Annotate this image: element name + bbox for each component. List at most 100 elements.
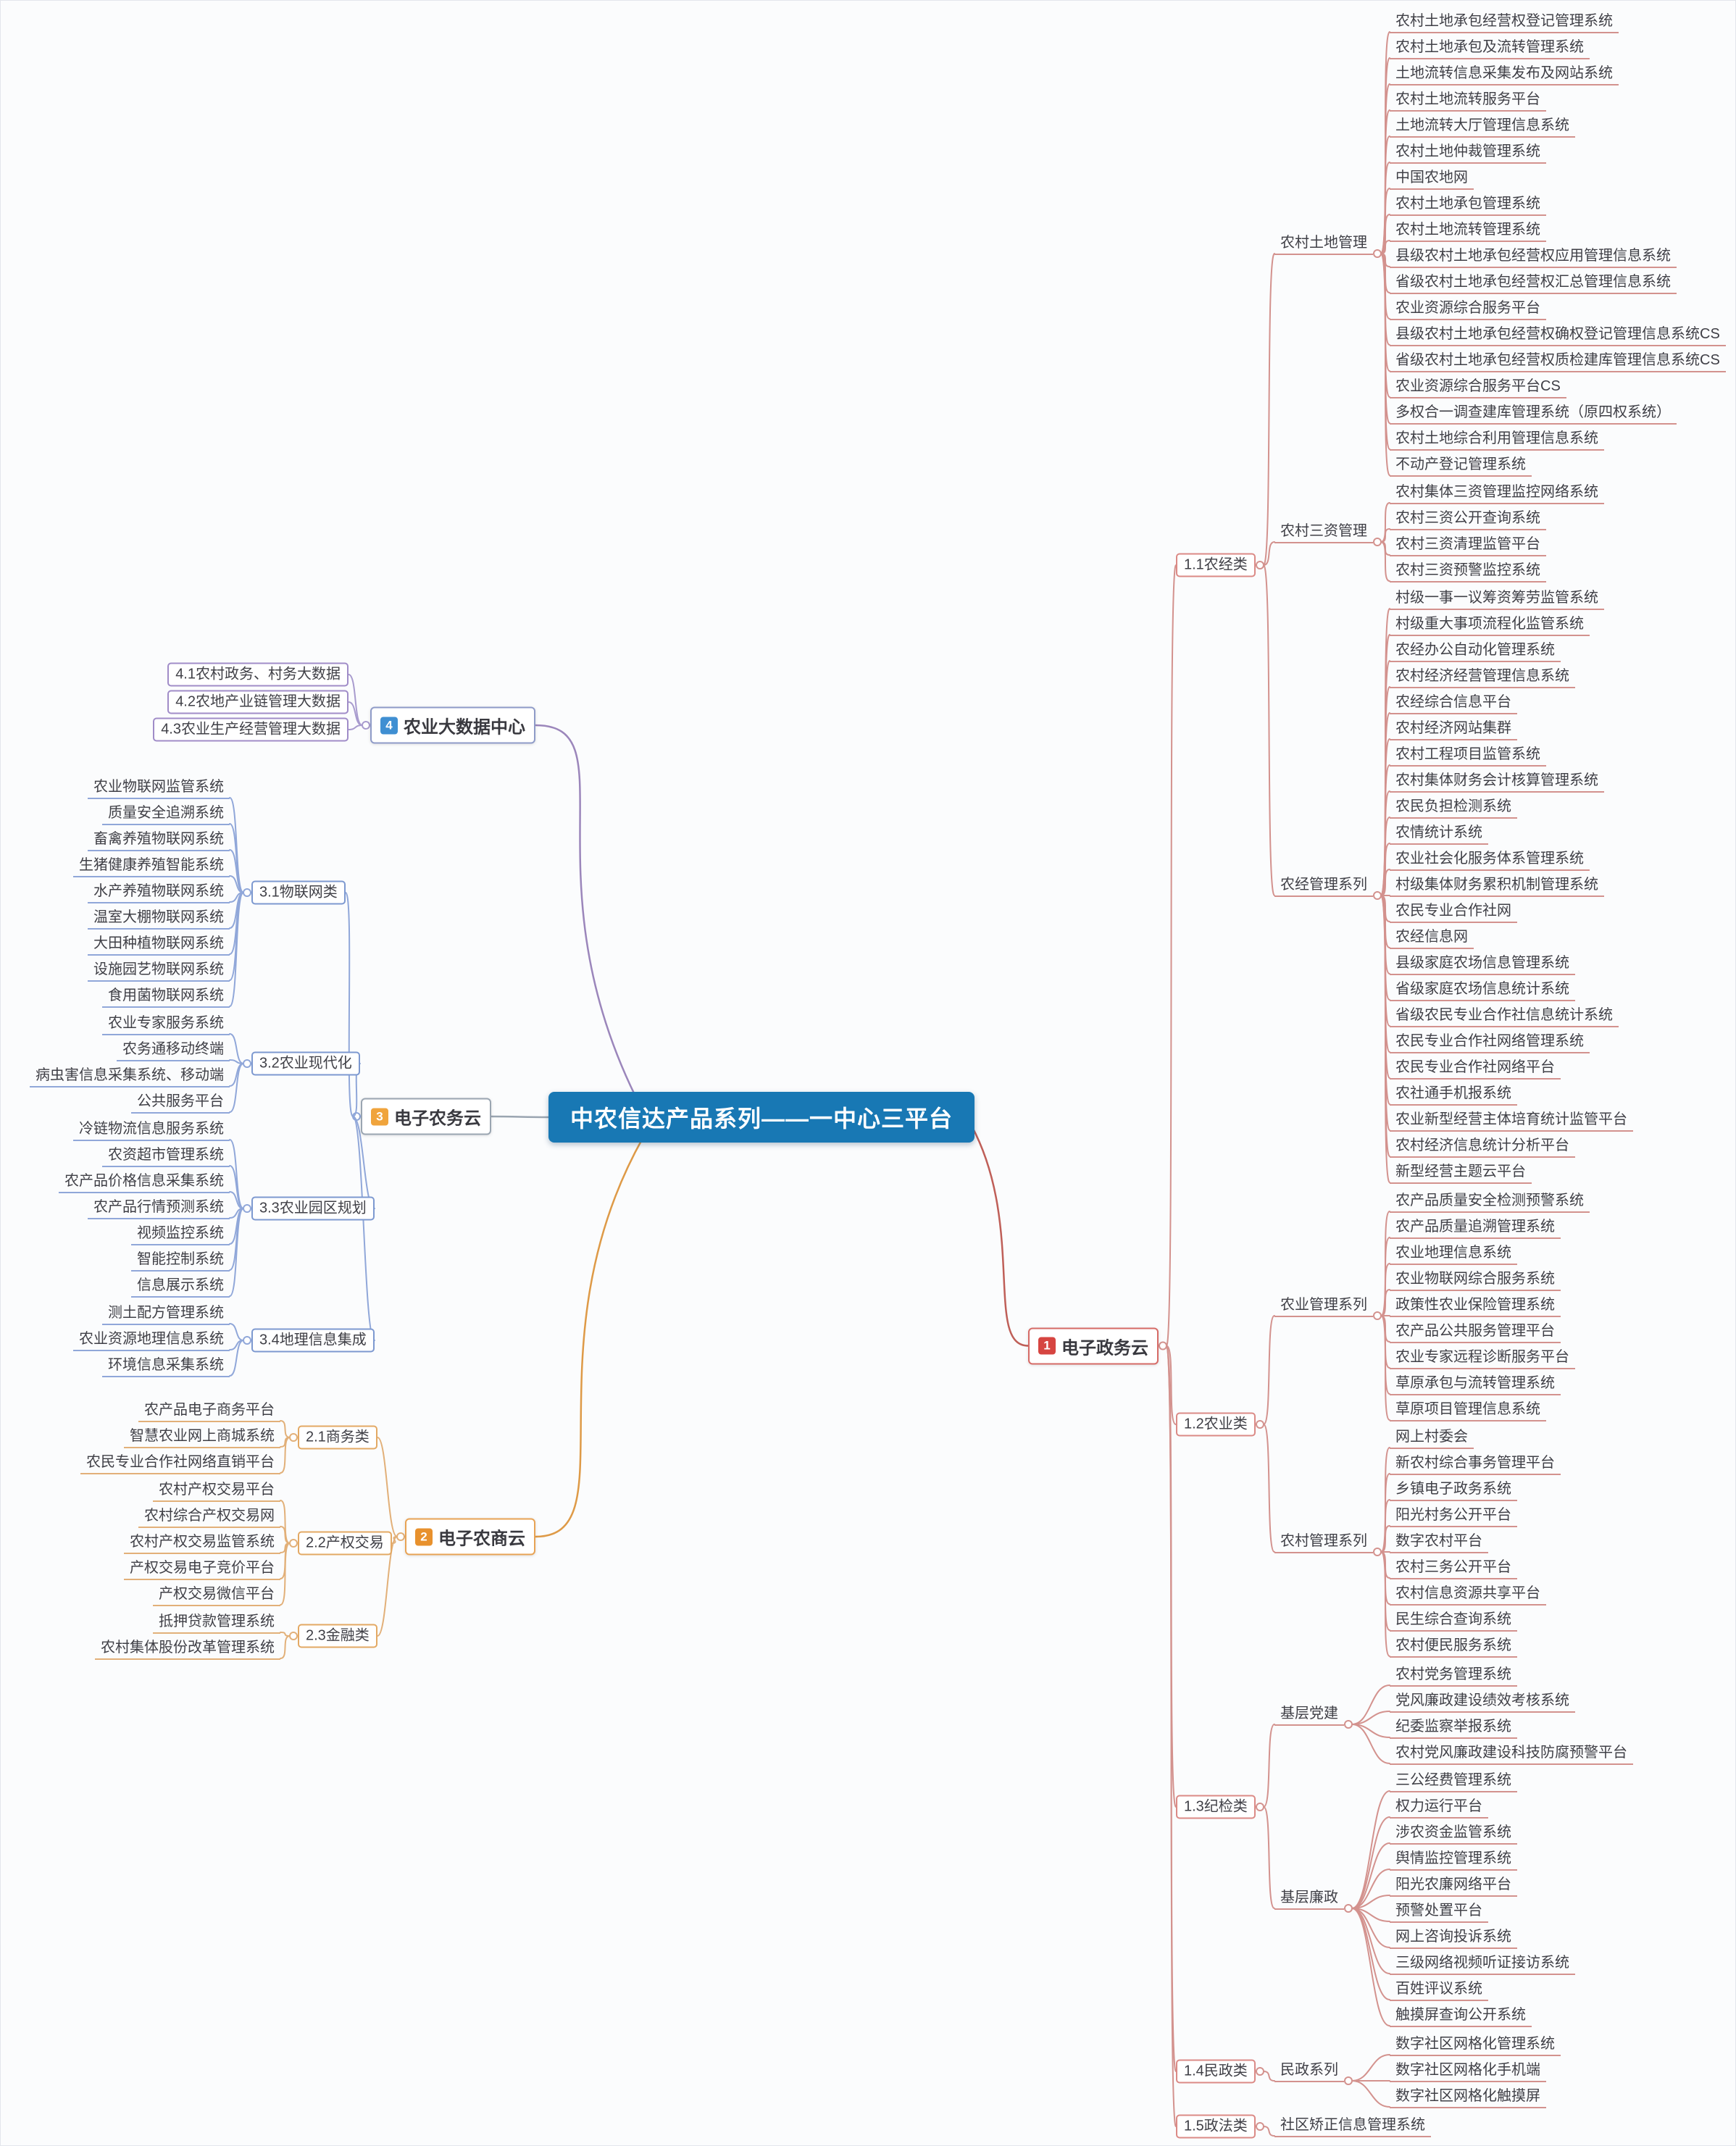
topic[interactable]: 农村产权交易平台 [153, 1480, 280, 1502]
topic[interactable]: 新农村综合事务管理平台 [1390, 1453, 1561, 1475]
topic[interactable]: 农村集体三资管理监控网络系统 [1390, 483, 1604, 504]
topic[interactable]: 农村信息资源共享平台 [1390, 1584, 1546, 1606]
topic[interactable]: 农村三资预警监控系统 [1390, 561, 1546, 583]
topic[interactable]: 农业物联网监管系统 [88, 777, 230, 799]
topic[interactable]: 涉农资金监管系统 [1390, 1823, 1517, 1845]
topic[interactable]: 中国农地网 [1390, 168, 1474, 190]
topic[interactable]: 农民负担检测系统 [1390, 797, 1517, 819]
topic[interactable]: 农业专家服务系统 [102, 1014, 230, 1035]
topic[interactable]: 农村经济经营管理信息系统 [1390, 667, 1575, 688]
topic[interactable]: 阳光农廉网络平台 [1390, 1875, 1517, 1897]
topic[interactable]: 草原项目管理信息系统 [1390, 1400, 1546, 1421]
topic[interactable]: 政策性农业保险管理系统 [1390, 1295, 1561, 1317]
topic[interactable]: 农产品质量安全检测预警系统 [1390, 1191, 1590, 1213]
topic[interactable]: 舆情监控管理系统 [1390, 1849, 1517, 1871]
topic[interactable]: 农业社会化服务体系管理系统 [1390, 849, 1590, 871]
topic[interactable]: 4.1农村政务、村务大数据 [167, 662, 349, 687]
topic[interactable]: 多权合一调查建库管理系统（原四权系统） [1390, 403, 1677, 425]
topic[interactable]: 新型经营主题云平台 [1390, 1162, 1532, 1184]
topic[interactable]: 农民专业合作社网络直销平台 [80, 1453, 280, 1474]
topic[interactable]: 智慧农业网上商城系统 [124, 1427, 280, 1448]
topic[interactable]: 社区矫正信息管理系统 [1274, 2116, 1431, 2137]
topic[interactable]: 土地流转信息采集发布及网站系统 [1390, 64, 1619, 85]
topic[interactable]: 农村三资清理监管平台 [1390, 535, 1546, 556]
topic-group[interactable]: 农经管理系列 [1274, 875, 1373, 897]
topic[interactable]: 农业资源综合服务平台 [1390, 298, 1546, 320]
topic[interactable]: 测土配方管理系统 [102, 1303, 230, 1325]
topic[interactable]: 权力运行平台 [1390, 1797, 1488, 1819]
topic[interactable]: 农村党务管理系统 [1390, 1665, 1517, 1687]
topic[interactable]: 农业资源综合服务平台CS [1390, 377, 1566, 398]
topic[interactable]: 农村三务公开平台 [1390, 1558, 1517, 1579]
topic[interactable]: 水产养殖物联网系统 [88, 882, 230, 903]
topic[interactable]: 纪委监察举报系统 [1390, 1717, 1517, 1739]
topic[interactable]: 农业新型经营主体培育统计监管平台 [1390, 1110, 1633, 1132]
topic[interactable]: 党风廉政建设绩效考核系统 [1390, 1691, 1575, 1713]
topic[interactable]: 冷链物流信息服务系统 [73, 1119, 230, 1141]
topic[interactable]: 农民专业合作社网 [1390, 901, 1517, 923]
topic[interactable]: 数字农村平台 [1390, 1532, 1488, 1553]
topic[interactable]: 智能控制系统 [131, 1250, 230, 1272]
topic[interactable]: 病虫害信息采集系统、移动端 [30, 1066, 230, 1087]
topic[interactable]: 农民专业合作社网络平台 [1390, 1058, 1561, 1080]
topic[interactable]: 农村土地承包经营权登记管理系统 [1390, 12, 1619, 33]
topic[interactable]: 农村集体股份改革管理系统 [95, 1638, 280, 1660]
topic-group[interactable]: 1.1农经类 [1176, 553, 1256, 577]
topic-group[interactable]: 3.1物联网类 [251, 880, 346, 905]
topic[interactable]: 农村土地流转管理系统 [1390, 220, 1546, 242]
topic[interactable]: 网上咨询投诉系统 [1390, 1927, 1517, 1949]
topic[interactable]: 产权交易电子竞价平台 [124, 1558, 280, 1580]
topic[interactable]: 农产品价格信息采集系统 [59, 1172, 230, 1193]
topic[interactable]: 草原承包与流转管理系统 [1390, 1374, 1561, 1395]
topic[interactable]: 百姓评议系统 [1390, 1979, 1488, 2001]
topic-group[interactable]: 基层廉政 [1274, 1888, 1344, 1910]
topic[interactable]: 农经综合信息平台 [1390, 693, 1517, 714]
topic[interactable]: 阳光村务公开平台 [1390, 1506, 1517, 1527]
topic[interactable]: 温室大棚物联网系统 [88, 908, 230, 930]
topic[interactable]: 农村土地综合利用管理信息系统 [1390, 429, 1604, 451]
topic[interactable]: 农产品质量追溯管理系统 [1390, 1217, 1561, 1239]
topic-group[interactable]: 农业管理系列 [1274, 1295, 1373, 1317]
topic-group[interactable]: 民政系列 [1274, 2061, 1344, 2082]
topic[interactable]: 数字社区网格化触摸屏 [1390, 2087, 1546, 2108]
topic[interactable]: 乡镇电子政务系统 [1390, 1479, 1517, 1501]
topic-group[interactable]: 2.2产权交易 [298, 1531, 392, 1556]
topic[interactable]: 设施园艺物联网系统 [88, 960, 230, 982]
topic[interactable]: 不动产登记管理系统 [1390, 455, 1532, 477]
topic[interactable]: 村级集体财务累积机制管理系统 [1390, 875, 1604, 897]
topic-group[interactable]: 1.4民政类 [1176, 2059, 1256, 2084]
topic[interactable]: 农村集体财务会计核算管理系统 [1390, 771, 1604, 793]
topic[interactable]: 公共服务平台 [131, 1092, 230, 1114]
topic[interactable]: 三公经费管理系统 [1390, 1771, 1517, 1792]
topic[interactable]: 县级家庭农场信息管理系统 [1390, 953, 1575, 975]
topic[interactable]: 农村党风廉政建设科技防腐预警平台 [1390, 1743, 1633, 1765]
topic[interactable]: 三级网络视频听证接访系统 [1390, 1953, 1575, 1975]
topic[interactable]: 农民专业合作社网络管理系统 [1390, 1032, 1590, 1053]
topic[interactable]: 质量安全追溯系统 [102, 803, 230, 825]
topic[interactable]: 农资超市管理系统 [102, 1145, 230, 1167]
topic[interactable]: 县级农村土地承包经营权应用管理信息系统 [1390, 246, 1677, 268]
topic[interactable]: 农业物联网综合服务系统 [1390, 1269, 1561, 1291]
topic-group[interactable]: 基层党建 [1274, 1704, 1344, 1726]
topic[interactable]: 农业专家远程诊断服务平台 [1390, 1348, 1575, 1369]
topic[interactable]: 信息展示系统 [131, 1276, 230, 1298]
topic-group[interactable]: 3.3农业园区规划 [251, 1196, 375, 1221]
topic[interactable]: 网上村委会 [1390, 1427, 1474, 1449]
topic[interactable]: 农产品公共服务管理平台 [1390, 1322, 1561, 1343]
topic[interactable]: 农村便民服务系统 [1390, 1636, 1517, 1658]
topic[interactable]: 视频监控系统 [131, 1224, 230, 1245]
topic[interactable]: 农经信息网 [1390, 927, 1474, 949]
topic[interactable]: 县级农村土地承包经营权确权登记管理信息系统CS [1390, 325, 1726, 346]
topic-group[interactable]: 3.4地理信息集成 [251, 1328, 375, 1353]
topic[interactable]: 农经办公自动化管理系统 [1390, 640, 1561, 662]
topic[interactable]: 省级家庭农场信息统计系统 [1390, 980, 1575, 1001]
topic[interactable]: 农村土地仲裁管理系统 [1390, 142, 1546, 164]
topic[interactable]: 抵押贷款管理系统 [153, 1612, 280, 1634]
topic[interactable]: 农村工程项目监管系统 [1390, 745, 1546, 767]
topic[interactable]: 农务通移动终端 [117, 1040, 230, 1061]
topic[interactable]: 触摸屏查询公开系统 [1390, 2005, 1532, 2027]
topic[interactable]: 农产品行情预测系统 [88, 1198, 230, 1219]
